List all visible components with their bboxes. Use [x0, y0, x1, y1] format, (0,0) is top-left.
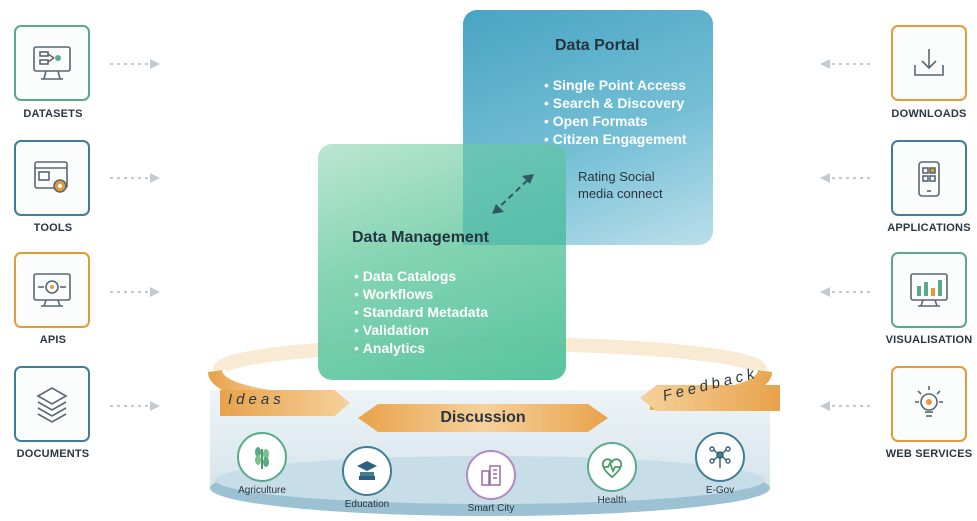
data-management-features: Data Catalogs Workflows Standard Metadat… [354, 267, 488, 357]
data-portal-title: Data Portal [555, 37, 640, 54]
sector-label: Education [344, 499, 390, 510]
dashed-arrow-right-icon [110, 401, 160, 411]
sector-e-gov: E-Gov [675, 432, 765, 496]
feature-item: Single Point Access [544, 76, 687, 94]
feature-item: Standard Metadata [354, 303, 488, 321]
dashed-arrow-right-icon [110, 287, 160, 297]
feature-item: Search & Discovery [544, 94, 687, 112]
data-management-title: Data Management [352, 229, 489, 246]
dashed-arrow-left-icon [820, 287, 870, 297]
side-label: APIS [39, 334, 67, 346]
data-portal-features: Single Point Access Search & Discovery O… [544, 76, 687, 148]
feature-item: Open Formats [544, 112, 687, 130]
ideas-label: Ideas [228, 391, 285, 408]
discussion-arrow [358, 404, 608, 432]
heartbeat-icon [587, 442, 637, 492]
side-label: TOOLS [33, 222, 73, 234]
feature-item: Analytics [354, 339, 488, 357]
ideas-arrow [220, 390, 350, 416]
feedback-arrow [640, 385, 780, 411]
bidirectional-arrow-icon [492, 174, 534, 214]
sector-agriculture: Agriculture [217, 432, 307, 496]
visualisation-monitor-icon [891, 252, 967, 328]
city-buildings-icon [466, 450, 516, 500]
graduation-books-icon [342, 446, 392, 496]
dashed-arrow-right-icon [110, 59, 160, 69]
side-label: WEB SERVICES [885, 448, 973, 460]
sector-label: Agriculture [238, 485, 286, 496]
dashed-arrow-left-icon [820, 59, 870, 69]
applications-phone-icon [891, 140, 967, 216]
tools-gear-window-icon [14, 140, 90, 216]
sector-label: E-Gov [705, 485, 735, 496]
dataset-monitor-icon [14, 25, 90, 101]
sector-label: Smart City [467, 503, 515, 514]
feature-item: Data Catalogs [354, 267, 488, 285]
api-gear-icon [14, 252, 90, 328]
panel-overlap [463, 144, 566, 245]
feature-item: Workflows [354, 285, 488, 303]
feature-item: Validation [354, 321, 488, 339]
sector-smart-city: Smart City [446, 450, 536, 514]
sector-health: Health [567, 442, 657, 506]
side-label: DOCUMENTS [16, 448, 90, 460]
sector-education: Education [322, 446, 412, 510]
dashed-arrow-left-icon [820, 401, 870, 411]
touch-network-icon [695, 432, 745, 482]
dashed-arrow-left-icon [820, 173, 870, 183]
discussion-label: Discussion [440, 409, 526, 426]
feature-item: Citizen Engagement [544, 130, 687, 148]
documents-stack-icon [14, 366, 90, 442]
side-label: APPLICATIONS [887, 222, 971, 234]
sector-label: Health [597, 495, 627, 506]
side-label: DOWNLOADS [891, 108, 967, 120]
side-label: DATASETS [23, 108, 83, 120]
download-tray-icon [891, 25, 967, 101]
dashed-arrow-right-icon [110, 173, 160, 183]
wheat-icon [237, 432, 287, 482]
web-services-bulb-icon [891, 366, 967, 442]
side-label: VISUALISATION [885, 334, 973, 346]
data-portal-note: Rating Social media connect [578, 169, 663, 201]
